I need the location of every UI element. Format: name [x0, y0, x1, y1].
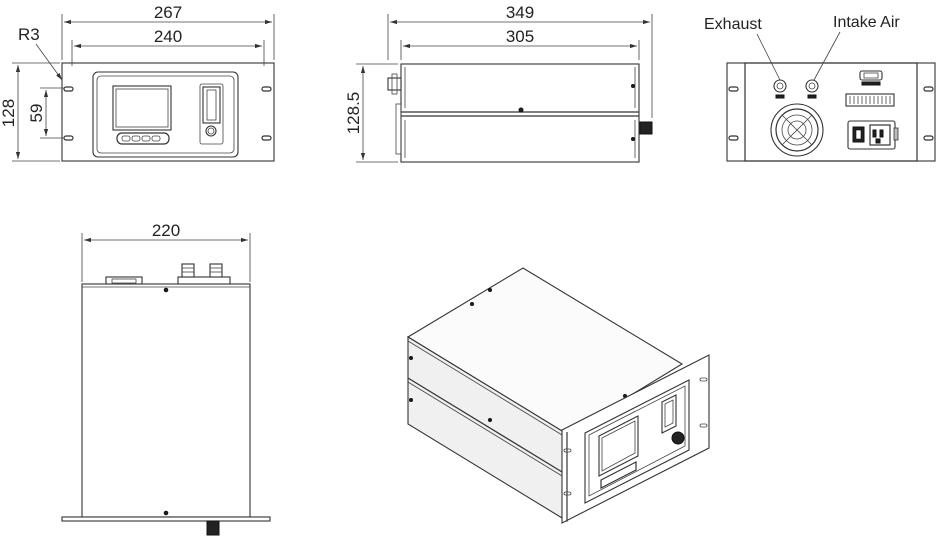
iso-flowmeter [661, 394, 677, 434]
dim-front-slot-spacing: 59 [27, 104, 46, 123]
iso-keypad [600, 461, 637, 489]
top-fittings [177, 263, 231, 285]
rear-terminal-block [845, 93, 895, 107]
side-body [400, 63, 640, 163]
rear-view: Exhaust Intake Air [704, 14, 936, 162]
dim-top-width: 220 [152, 221, 180, 240]
dim-front-width-inner: 240 [154, 27, 182, 46]
top-serial-port [105, 276, 143, 285]
side-knob [639, 121, 653, 135]
iso-knob [671, 431, 685, 445]
side-view: 349 305 128.5 [344, 3, 653, 163]
isometric-view [406, 267, 710, 524]
front-flowmeter [202, 86, 221, 124]
front-display [112, 85, 172, 131]
rear-mount-slots [728, 86, 934, 141]
rear-rack-panel [726, 62, 936, 162]
dim-side-depth-total: 349 [506, 3, 534, 22]
label-exhaust: Exhaust [704, 16, 762, 33]
rear-serial-port [859, 70, 883, 86]
dim-front-width-outer: 267 [154, 3, 182, 22]
label-intake-air: Intake Air [833, 14, 900, 31]
dim-front-radius: R3 [18, 25, 40, 44]
side-fitting [387, 77, 402, 91]
rear-fan [770, 103, 824, 157]
dim-front-height: 128 [0, 99, 18, 127]
top-knob [206, 520, 220, 536]
dim-side-depth-body: 305 [506, 27, 534, 46]
rear-exhaust-fitting [773, 79, 787, 99]
top-view: 220 [61, 221, 271, 536]
front-view: 267 240 R3 128 59 [0, 3, 275, 162]
front-keypad [116, 132, 170, 145]
top-front-flange [61, 516, 271, 522]
dim-side-height: 128.5 [344, 92, 363, 135]
top-body [81, 283, 251, 518]
iso-display [598, 415, 639, 477]
rear-intake-fitting [805, 79, 819, 99]
front-knob [205, 125, 217, 137]
rear-power-inlet [847, 120, 899, 150]
